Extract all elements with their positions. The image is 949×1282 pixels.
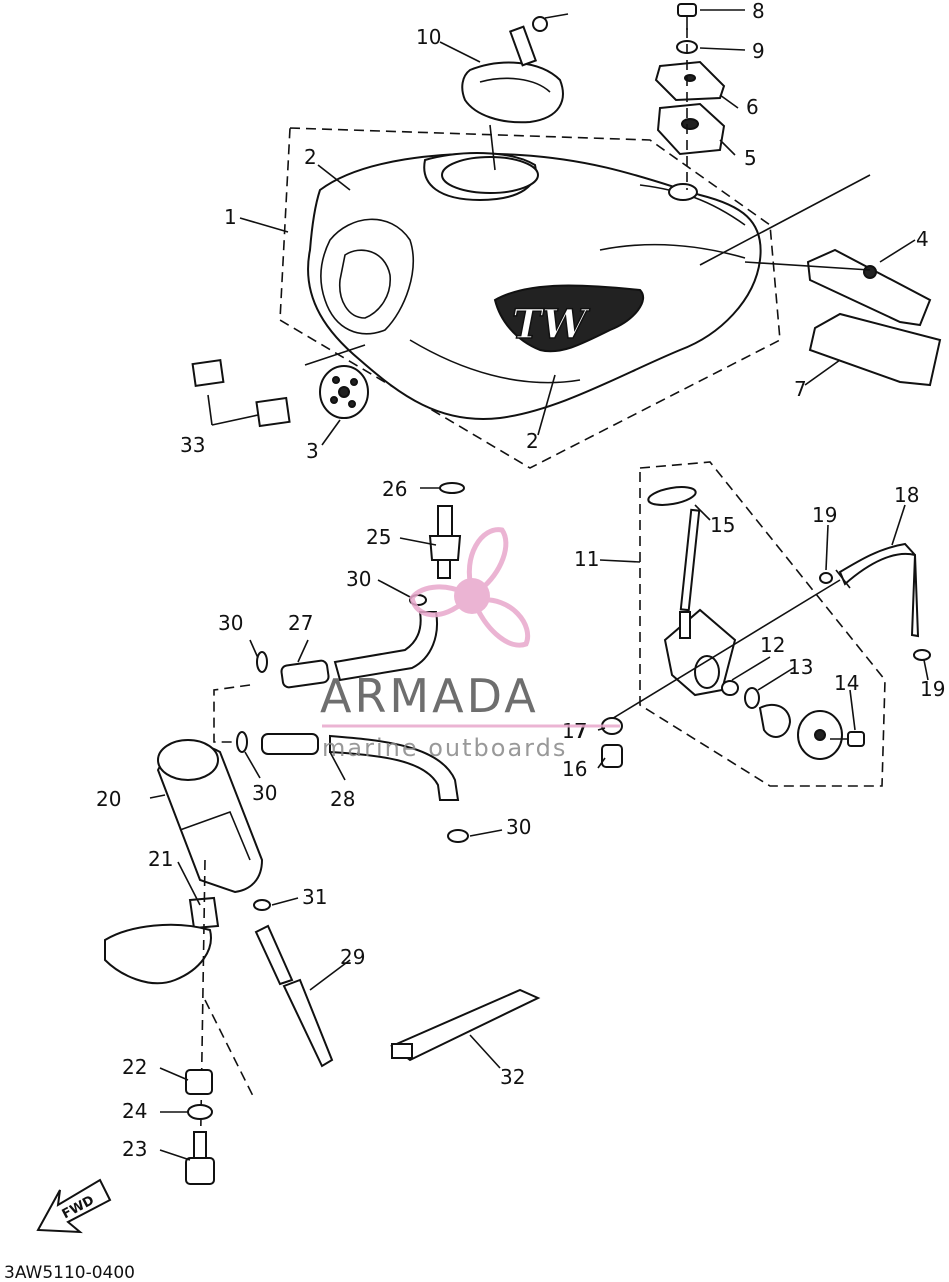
callout-31: 31 (302, 885, 327, 909)
watermark-tagline: marine outboards (322, 734, 567, 762)
callout-13: 13 (788, 655, 813, 679)
callout-4: 4 (916, 227, 929, 251)
callout-11: 11 (574, 547, 599, 571)
o-ring-13 (744, 687, 760, 709)
callout-24: 24 (122, 1099, 147, 1123)
callout-7a: 7 (794, 377, 807, 401)
callout-17: 17 (562, 719, 587, 743)
callout-25: 25 (366, 525, 391, 549)
callout-29: 29 (340, 945, 365, 969)
rubber-pad-7 (808, 312, 942, 387)
callout-19b: 19 (920, 677, 945, 701)
hose-joint (261, 733, 319, 755)
diagram-code: 3AW5110-0400 (4, 1263, 135, 1282)
collar-22 (185, 1069, 213, 1095)
callout-26: 26 (382, 477, 407, 501)
callout-19a: 19 (812, 503, 837, 527)
damper-5 (656, 102, 726, 156)
callout-9: 9 (752, 39, 765, 63)
fuel-tank (307, 152, 762, 420)
clip-19a (819, 572, 833, 584)
o-ring-15 (647, 486, 697, 506)
callout-12: 12 (760, 633, 785, 657)
callout-10: 10 (416, 25, 441, 49)
callout-21: 21 (148, 847, 173, 871)
callout-3: 3 (306, 439, 319, 463)
callout-2a: 2 (304, 145, 317, 169)
pump-bracket-outline (213, 684, 251, 743)
label-33a (191, 359, 225, 387)
hose-28 (329, 734, 460, 801)
bolt-16 (601, 744, 623, 768)
bracket-6 (654, 60, 726, 102)
band-32 (390, 988, 541, 1062)
leader-lines (149, 9, 929, 1161)
watermark: ARMADA marine outboards (320, 527, 620, 762)
screw-14 (830, 731, 865, 747)
fwd-arrow-icon: FWD (36, 1178, 112, 1234)
callout-5: 5 (744, 146, 757, 170)
callout-18: 18 (894, 483, 919, 507)
label-33b (255, 396, 291, 428)
mount-bracket-4 (806, 248, 932, 327)
callout-30d: 30 (506, 815, 531, 839)
bolt-23 (185, 1131, 215, 1185)
callout-27: 27 (288, 611, 313, 635)
propeller-logo-icon (409, 527, 531, 648)
cock-plate-14 (797, 710, 843, 760)
hose-29 (254, 924, 334, 1068)
bolt-8 (677, 3, 697, 30)
damper-3 (319, 365, 369, 419)
hose-upper (333, 611, 438, 682)
tank-emblem: TW (493, 284, 645, 353)
grommet-tank-rear (668, 183, 698, 201)
pump-bracket (104, 923, 212, 985)
clips-30 (236, 594, 469, 843)
callout-16: 16 (562, 757, 587, 781)
hose-18 (838, 542, 920, 638)
tank-assembly-outline (279, 127, 781, 469)
gasket-12 (721, 680, 739, 696)
washer-24 (187, 1104, 213, 1120)
callout-6: 6 (746, 95, 759, 119)
callout-30c: 30 (252, 781, 277, 805)
callout-14: 14 (834, 671, 859, 695)
callout-30b: 30 (218, 611, 243, 635)
clip-19b (913, 649, 931, 661)
clip-31 (253, 899, 271, 911)
o-ring-26 (439, 482, 465, 494)
callout-28: 28 (330, 787, 355, 811)
callout-8: 8 (752, 0, 765, 23)
callout-33: 33 (180, 433, 205, 457)
lever-13 (758, 703, 792, 738)
callout-labels: 1 2 2 3 4 5 6 7 7 8 9 10 11 12 13 14 15 … (96, 0, 945, 1161)
callout-22: 22 (122, 1055, 147, 1079)
callout-20: 20 (96, 787, 121, 811)
callout-2b: 2 (526, 429, 539, 453)
watermark-brand: ARMADA (320, 669, 539, 723)
hose-27 (280, 659, 330, 689)
fuel-pump-20 (156, 739, 264, 894)
fuel-cock (663, 508, 737, 697)
callout-15: 15 (710, 513, 735, 537)
tank-emblem-label: TW (512, 301, 591, 348)
callout-1: 1 (224, 205, 237, 229)
callout-30a: 30 (346, 567, 371, 591)
callout-32: 32 (500, 1065, 525, 1089)
filter-25 (428, 505, 462, 579)
fuel-cap (461, 13, 569, 124)
callout-23: 23 (122, 1137, 147, 1161)
cock-assembly-outline (639, 461, 886, 787)
